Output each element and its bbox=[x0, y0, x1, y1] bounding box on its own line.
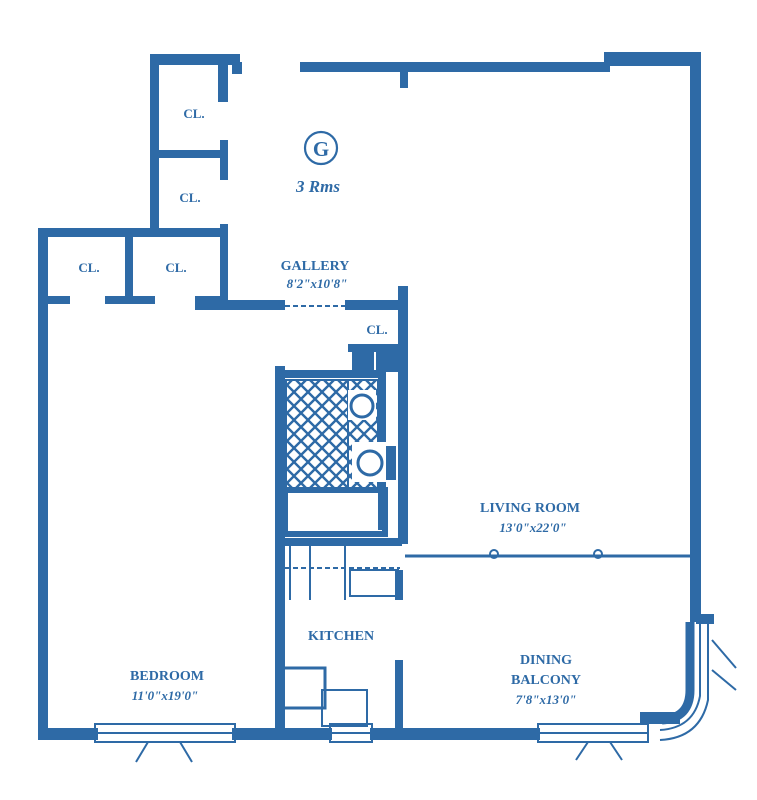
lower-closet-walls bbox=[48, 232, 285, 310]
unit-badge: G 3 Rms bbox=[295, 130, 340, 196]
closet-label-5: CL. bbox=[366, 322, 387, 337]
windows bbox=[94, 639, 737, 763]
living-room-dims: 13'0"x22'0" bbox=[499, 520, 566, 535]
closet-label-1: CL. bbox=[183, 106, 204, 121]
bedroom-name: BEDROOM bbox=[130, 669, 204, 684]
upper-closet-walls bbox=[155, 62, 408, 304]
gallery-name: GALLERY bbox=[281, 259, 350, 274]
unit-code: G bbox=[313, 137, 329, 161]
toilet-icon bbox=[349, 393, 375, 419]
closet-label-4: CL. bbox=[165, 260, 186, 275]
bedroom-dims: 11'0"x19'0" bbox=[132, 688, 198, 703]
dining-balcony-name-2: BALCONY bbox=[511, 673, 581, 688]
kitchen-name: KITCHEN bbox=[308, 629, 374, 644]
closet-label-3: CL. bbox=[78, 260, 99, 275]
gallery-dims: 8'2"x10'8" bbox=[287, 276, 348, 291]
dining-balcony-name-1: DINING bbox=[520, 653, 572, 668]
bathroom bbox=[285, 350, 398, 489]
unit-rooms: 3 Rms bbox=[295, 177, 340, 196]
sink-icon bbox=[356, 449, 384, 477]
interior-walls bbox=[275, 286, 690, 738]
room-labels: CL. CL. CL. CL. CL. GALLERY 8'2"x10'8" L… bbox=[78, 106, 581, 707]
closet-label-2: CL. bbox=[179, 190, 200, 205]
living-room-name: LIVING ROOM bbox=[480, 501, 580, 516]
dining-balcony-dims: 7'8"x13'0" bbox=[516, 692, 577, 707]
